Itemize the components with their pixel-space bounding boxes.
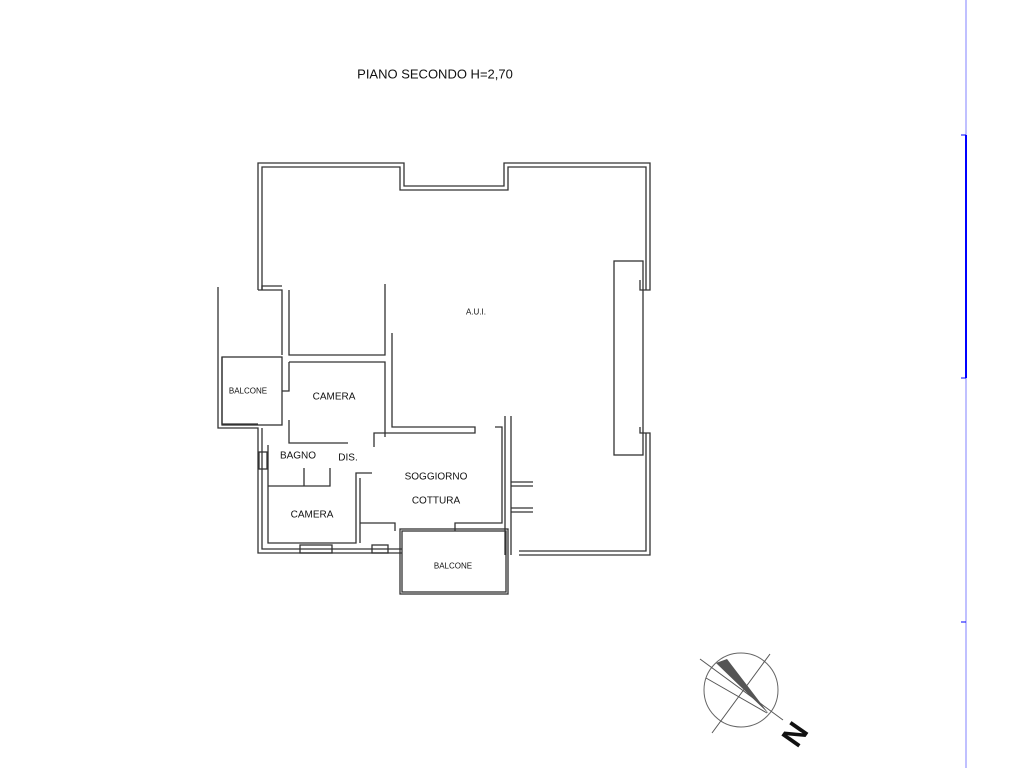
compass-rose [699, 652, 784, 734]
north-arrow-icon [716, 659, 769, 714]
room-label-aui: A.U.I. [465, 307, 487, 317]
plan-title: PIANO SECONDO H=2,70 [357, 66, 513, 82]
room-label-dis: DIS. [338, 452, 358, 464]
balcone-bottom-outline [401, 530, 507, 593]
interior-walls [221, 284, 533, 595]
room-label-balcone-bottom: BALCONE [433, 561, 473, 571]
window [258, 451, 268, 470]
room-label-camera-bottom: CAMERA [290, 509, 334, 521]
ruler [961, 0, 967, 768]
room-label-balcone-left: BALCONE [228, 386, 268, 396]
window [299, 544, 333, 554]
room-label-soggiorno: SOGGIORNO [404, 471, 468, 483]
room-label-bagno: BAGNO [279, 450, 317, 462]
room-label-camera-top: CAMERA [312, 391, 356, 403]
window [371, 544, 389, 554]
right-recess [613, 260, 644, 456]
room-label-cottura: COTTURA [411, 495, 461, 507]
